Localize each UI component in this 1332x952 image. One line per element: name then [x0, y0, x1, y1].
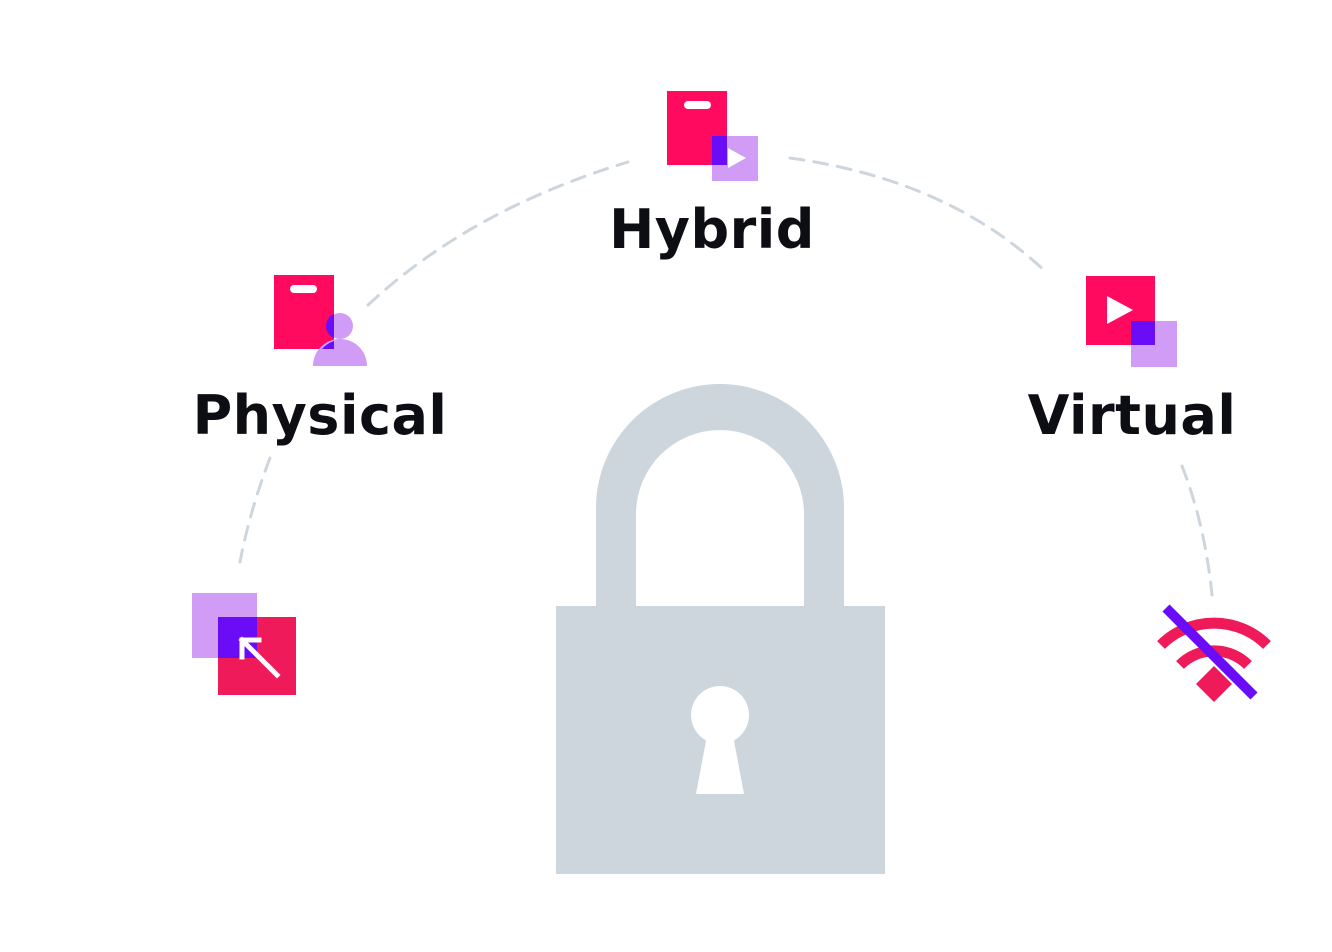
arc-physical-to-hybrid — [366, 160, 630, 307]
physical-label: Physical — [192, 384, 448, 447]
play-squares-icon — [1086, 276, 1177, 367]
arc-hybrid-to-virtual — [788, 156, 1050, 276]
virtual-label: Virtual — [1027, 384, 1237, 447]
hybrid-label: Hybrid — [609, 198, 815, 261]
padlock-shackle — [596, 384, 844, 610]
keyhole — [691, 686, 749, 794]
cursor-arrow-squares-icon — [192, 593, 296, 695]
arc-virtual-to-bottom-right — [1180, 464, 1214, 597]
padlock-icon — [556, 384, 885, 874]
connector-arcs — [238, 156, 1214, 597]
wifi-off-icon — [1157, 604, 1271, 702]
door-with-play-icon — [667, 91, 758, 181]
door-with-person-icon — [274, 275, 367, 366]
arc-physical-to-bottom-left — [238, 456, 272, 564]
